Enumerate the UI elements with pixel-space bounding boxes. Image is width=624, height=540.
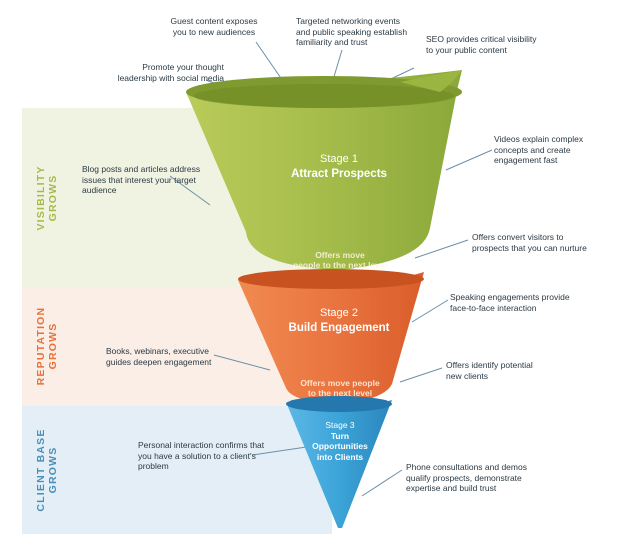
client-band (22, 406, 332, 534)
annotation-line: Offers convert visitors to (472, 232, 564, 242)
annotation-offers-convert: Offers convert visitors to prospects tha… (472, 232, 620, 253)
stage2-funnel (238, 269, 424, 408)
stage1-title: Attract Prospects (291, 168, 387, 180)
connector-speaking (411, 299, 449, 323)
annotation-line: new clients (446, 370, 489, 381)
annotation-line: face-to-face interaction (450, 302, 537, 313)
annotation-line: Blog posts and articles address (82, 164, 201, 174)
annotation-personal: Personal interaction confirms that you h… (138, 440, 288, 472)
annotation-social-media: Promote your thought leadership with soc… (94, 62, 224, 83)
annotation-blog-posts: Blog posts and articles address issues t… (82, 164, 222, 196)
annotation-line: problem (138, 461, 169, 471)
annotation-line: Speaking engagements provide (450, 292, 570, 302)
stage3-title-line: Opportunities (312, 441, 368, 451)
annotation-networking: Targeted networking events and public sp… (296, 16, 426, 48)
connector-books (213, 354, 271, 371)
stage3-number: Stage 3 (325, 420, 355, 430)
annotation-line: Books, webinars, executive (106, 346, 209, 356)
annotation-line: Videos explain complex (494, 134, 584, 144)
stage2-number: Stage 2 (320, 307, 358, 319)
stage3-title-line: into Clients (316, 451, 364, 462)
stage3-text: Stage 3 Turn Opportunities into Clients (300, 420, 380, 462)
annotation-books: Books, webinars, executive guides deepen… (106, 346, 236, 367)
annotation-offers-identify: Offers identify potential new clients (446, 360, 576, 381)
stage3-funnel (286, 396, 392, 528)
annotation-line: leadership with social media (117, 72, 224, 83)
annotation-line: concepts and create (494, 144, 571, 155)
annotation-line: issues that interest your target (82, 174, 196, 185)
stage2-text: Stage 2 Build Engagement (264, 306, 414, 336)
annotation-line: you have a solution to a client's (138, 450, 256, 461)
connector-blog (169, 175, 211, 206)
connector-offers-convert (414, 239, 469, 259)
annotation-line: you to new audiences (172, 26, 256, 37)
annotation-line: Targeted networking events (296, 16, 400, 26)
annotation-line: prospects that you can nurture (472, 242, 587, 253)
stage1-offer-text: Offers move people to the next level (270, 250, 410, 270)
annotation-line: Offers identify potential (446, 360, 533, 370)
annotation-phone: Phone consultations and demos qualify pr… (406, 462, 556, 494)
annotation-line: guides deepen engagement (106, 356, 212, 367)
annotation-line: Personal interaction confirms that (138, 440, 265, 450)
annotation-line: Phone consultations and demos (406, 462, 527, 472)
stage1-text: Stage 1 Attract Prospects (254, 152, 424, 182)
annotation-videos: Videos explain complex concepts and crea… (494, 134, 614, 166)
offer-line: to the next level (307, 388, 373, 398)
annotation-line: audience (82, 185, 117, 195)
offer-line: Offers move (315, 250, 365, 260)
annotation-speaking: Speaking engagements provide face-to-fac… (450, 292, 600, 313)
annotation-line: engagement fast (494, 155, 558, 165)
annotation-line: qualify prospects, demonstrate (406, 472, 522, 483)
stage3-title-line: Turn (330, 430, 350, 441)
stage1-number: Stage 1 (320, 153, 358, 165)
offer-line: people to the next level (293, 260, 387, 270)
annotation-line: SEO provides critical visibility (426, 34, 537, 44)
annotation-seo: SEO provides critical visibility to your… (426, 34, 576, 55)
stage2-offer-text: Offers move people to the next level (284, 378, 396, 398)
annotation-line: Promote your thought (142, 62, 224, 72)
connector-videos (445, 149, 493, 171)
annotation-line: and public speaking establish (296, 26, 408, 37)
stage1-funnel (186, 70, 462, 286)
stage2-title: Build Engagement (288, 322, 390, 334)
connector-phone (361, 469, 403, 497)
annotation-line: Guest content exposes (170, 16, 258, 26)
connector-networking (332, 49, 343, 81)
annotation-line: to your public content (426, 44, 507, 55)
annotation-line: familiarity and trust (296, 37, 368, 47)
annotation-guest-content: Guest content exposes you to new audienc… (154, 16, 274, 37)
connector-offers-identify (399, 367, 443, 383)
offer-line: Offers move people (300, 378, 380, 388)
annotation-line: expertise and build trust (406, 483, 497, 493)
